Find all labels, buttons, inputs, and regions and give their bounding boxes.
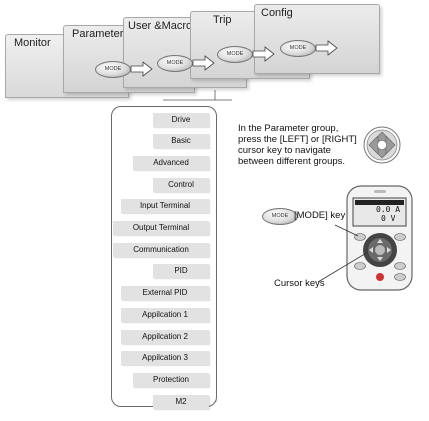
parameter-group-item: Appilcation 1 <box>121 307 209 322</box>
parameter-group-item: M2 <box>153 394 209 409</box>
cursor-keys-label: Cursor keys <box>274 278 325 289</box>
mode-key-label: [MODE] key <box>294 210 346 221</box>
tab-trip-label: Trip <box>213 14 232 26</box>
keypad-device-icon <box>346 185 413 291</box>
parameter-group-item: Communication <box>113 242 209 257</box>
mode-button-parameter: MODE <box>157 55 193 72</box>
keypad-display-row1: 0.0 A <box>376 205 401 214</box>
parameter-group-item: Basic <box>153 134 209 149</box>
parameter-group-item: External PID <box>121 286 209 301</box>
parameter-group-item: PID <box>153 264 209 279</box>
instruction-line-3: cursor key to navigate <box>238 145 331 156</box>
parameter-group-item: Drive <box>153 112 209 127</box>
mode-button-trip: MODE <box>280 40 316 57</box>
parameter-group-item: Control <box>153 177 209 192</box>
instruction-line-2: press the [LEFT] or [RIGHT] <box>238 134 357 145</box>
mode-arrow-3 <box>252 46 275 62</box>
mode-arrow-2 <box>192 55 215 71</box>
tab-config-label: Config <box>261 7 293 19</box>
tab-user-macro-label: User &Macro <box>128 20 193 32</box>
cursor-navigation-icon <box>363 126 401 164</box>
tab-config: Config <box>254 4 380 74</box>
tab-monitor-label: Monitor <box>14 37 51 49</box>
parameter-group-item: Input Terminal <box>121 199 209 214</box>
parameter-group-item: Protection <box>133 372 209 387</box>
instruction-line-4: between different groups. <box>238 156 346 167</box>
parameter-group-item: Advanced <box>133 155 209 170</box>
mode-button-user-macro: MODE <box>217 46 253 63</box>
parameter-group-item: Appilcation 3 <box>121 351 209 366</box>
mode-arrow-4 <box>315 40 338 56</box>
tab-parameter-label: Parameter <box>72 28 124 40</box>
parameter-group-item: Output Terminal <box>113 221 209 235</box>
mode-arrow-1 <box>130 61 153 77</box>
instruction-line-1: In the Parameter group, <box>238 123 339 134</box>
mode-button-monitor: MODE <box>95 61 131 78</box>
mode-key-icon: MODE <box>262 208 298 225</box>
keypad-display-row2: 0 V <box>381 214 396 223</box>
parameter-group-item: Appilcation 2 <box>121 329 209 344</box>
